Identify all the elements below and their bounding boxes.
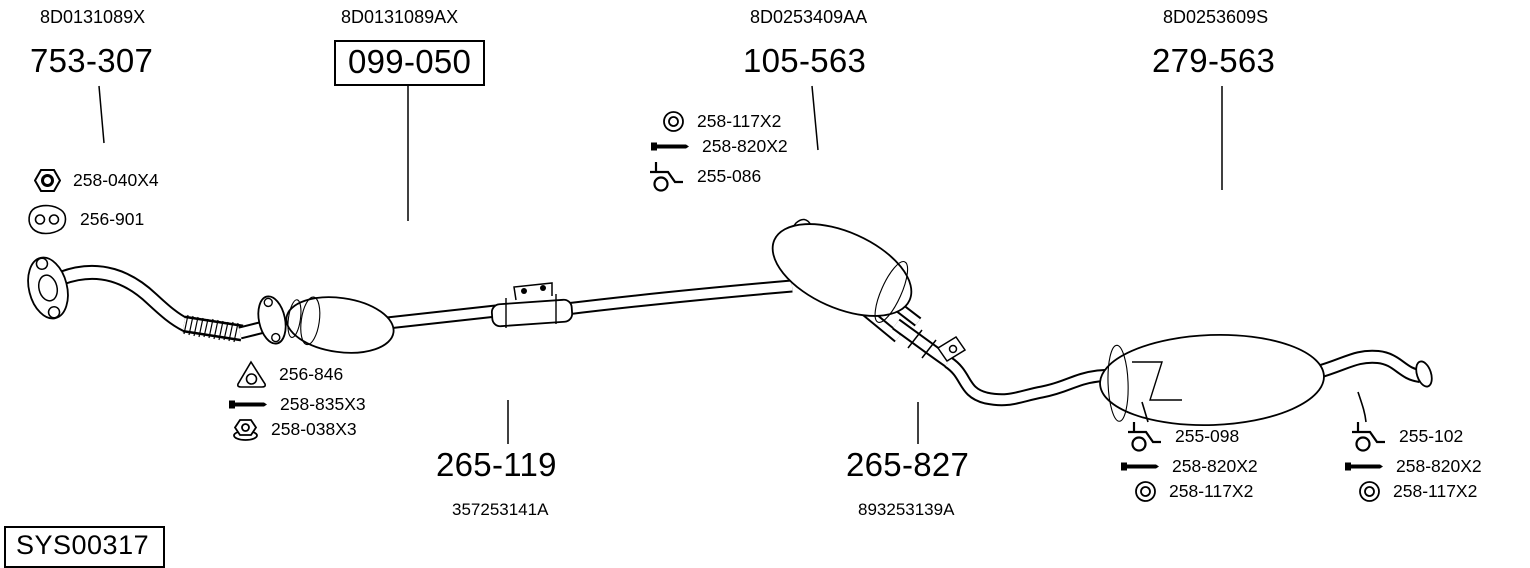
callout-row: 258-820X2: [650, 136, 788, 157]
callout-label: 255-086: [697, 166, 762, 186]
tailpipe: [1357, 360, 1433, 423]
bolt-icon: [650, 140, 690, 153]
oem-number-3: 8D0253409AA: [750, 7, 868, 27]
clamp-rear-ref-number: 893253139A: [858, 500, 955, 519]
ring-icon: [1134, 480, 1157, 503]
callout-row: 255-086: [648, 160, 761, 193]
clamp-front-ref-number: 357253141A: [452, 500, 549, 519]
callout-row: 256-901: [26, 204, 144, 235]
bolt-icon: [1120, 460, 1160, 473]
gasket-icon: [26, 204, 68, 235]
rear-muffler: [1099, 333, 1325, 427]
part-number-4: 279-563: [1152, 42, 1276, 79]
callout-row: 258-038X3: [232, 418, 357, 441]
oem-number-4: 8D0253609S: [1163, 7, 1269, 27]
ring-icon: [662, 110, 685, 133]
clamp-front-part-number: 265-119: [436, 446, 557, 483]
part-number-3: 105-563: [743, 42, 867, 79]
callout-label: 258-835X3: [280, 394, 366, 414]
flange-nut-icon: [232, 418, 259, 441]
hanger-icon: [1350, 420, 1387, 453]
oem-number-1: 8D0131089X: [40, 7, 146, 27]
part-number-1: 753-307: [30, 42, 154, 79]
rear-right-hanger-rod: [1357, 391, 1367, 423]
callout-row: 255-098: [1126, 420, 1239, 453]
callout-row: 258-117X2: [1358, 480, 1477, 503]
leader-lines: [98, 84, 1223, 444]
callout-label: 258-820X2: [702, 136, 788, 156]
callout-label: 258-820X2: [1172, 456, 1258, 476]
part-number-2-boxed: 099-050: [334, 40, 486, 86]
callout-row: 258-835X3: [228, 394, 366, 415]
callout-label: 255-098: [1175, 426, 1240, 446]
callout-label: 258-117X2: [697, 111, 782, 131]
catalyst-inlet-flange: [257, 295, 287, 345]
system-id-box: SYS00317: [4, 526, 166, 568]
callout-label: 255-102: [1399, 426, 1464, 446]
callout-label: 258-820X2: [1396, 456, 1482, 476]
callout-row: 255-102: [1350, 420, 1463, 453]
callout-label: 258-038X3: [271, 419, 357, 439]
hanger-icon: [648, 160, 685, 193]
hex-nut-icon: [34, 168, 61, 193]
center-muffler: [771, 218, 913, 323]
flex-section: [183, 314, 239, 343]
callout-row: 256-846: [236, 360, 343, 389]
bolt-icon: [228, 398, 268, 411]
callout-label: 258-040X4: [73, 170, 159, 190]
callout-label: 256-846: [279, 364, 344, 384]
ring-icon: [1358, 480, 1381, 503]
hanger-icon: [1126, 420, 1163, 453]
clamp-rear-part-number: 265-827: [846, 446, 970, 483]
callout-row: 258-040X4: [34, 168, 159, 193]
callout-label: 258-117X2: [1393, 481, 1478, 501]
front-clamp-assembly: [490, 282, 574, 328]
catalytic-converter: [285, 296, 395, 354]
callout-label: 256-901: [80, 209, 145, 229]
oem-number-2: 8D0131089AX: [341, 7, 459, 27]
callout-label: 258-117X2: [1169, 481, 1254, 501]
front-flange: [27, 256, 69, 320]
callout-row: 258-820X2: [1120, 456, 1258, 477]
callout-row: 258-117X2: [662, 110, 781, 133]
callout-row: 258-117X2: [1134, 480, 1253, 503]
rear-clamp-assembly: [907, 329, 967, 363]
callout-row: 258-820X2: [1344, 456, 1482, 477]
system-id: SYS00317: [16, 530, 150, 560]
rear-left-hanger-rod: [1141, 401, 1149, 423]
bolt-icon: [1344, 460, 1384, 473]
triangle-gasket-icon: [236, 360, 267, 389]
